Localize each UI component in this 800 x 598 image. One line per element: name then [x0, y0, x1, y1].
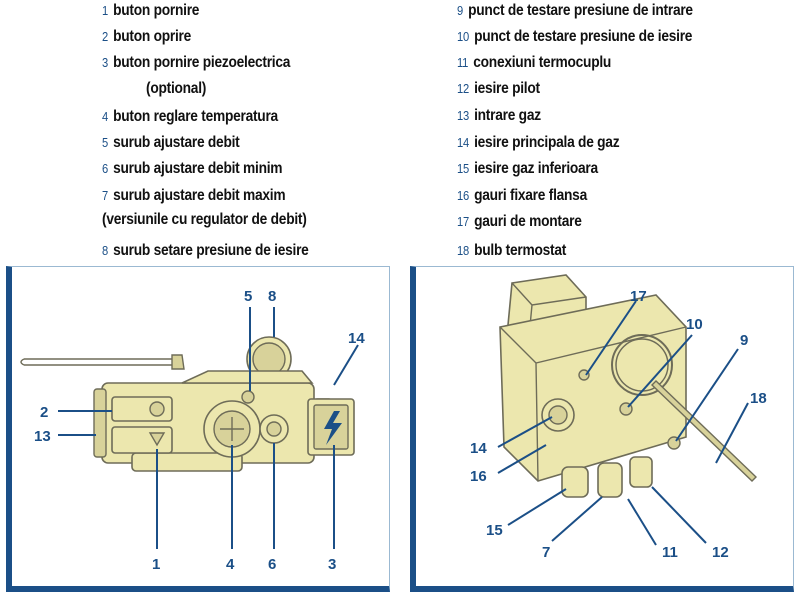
callout-7: 7: [542, 544, 550, 561]
capillary-coil: [611, 334, 673, 396]
front-view-drawing: 5 8 14 2 13 1 4 6 3: [20, 288, 365, 573]
callout-14: 14: [348, 330, 365, 347]
callout-14-right: 14: [470, 440, 487, 457]
gas-outlet-port: [548, 405, 568, 425]
callout-13: 13: [34, 428, 51, 445]
callout-10: 10: [686, 316, 703, 333]
callout-6: 6: [268, 556, 276, 573]
callout-4: 4: [226, 556, 235, 573]
front-view-panel: 5 8 14 2 13 1 4 6 3: [6, 266, 390, 592]
back-view-panel: 17 10 9 18 14 16 15 7 11 12: [410, 266, 794, 592]
thermostat-bulb: [650, 380, 758, 482]
start-button: [111, 426, 173, 454]
callout-8: 8: [268, 288, 276, 305]
callout-9: 9: [740, 332, 748, 349]
legend-item-7-note: (versiunile cu regulator de debit): [102, 211, 307, 228]
callout-2: 2: [40, 404, 48, 421]
legend-item-3-note: (optional): [146, 80, 207, 97]
gas-inlet-flange: [93, 388, 107, 458]
flow-adjust-screw: [241, 390, 255, 404]
back-view-drawing: 17 10 9 18 14 16 15 7 11 12: [470, 274, 767, 561]
callout-17: 17: [630, 288, 647, 305]
valve-body: [499, 294, 687, 482]
callout-18: 18: [750, 390, 767, 407]
callout-1: 1: [152, 556, 160, 573]
callout-11: 11: [662, 544, 678, 561]
callout-5: 5: [244, 288, 252, 305]
callout-12: 12: [712, 544, 729, 561]
callout-15: 15: [486, 522, 503, 539]
callout-3: 3: [328, 556, 336, 573]
lightning-icon: [324, 411, 342, 445]
callout-16: 16: [470, 468, 487, 485]
